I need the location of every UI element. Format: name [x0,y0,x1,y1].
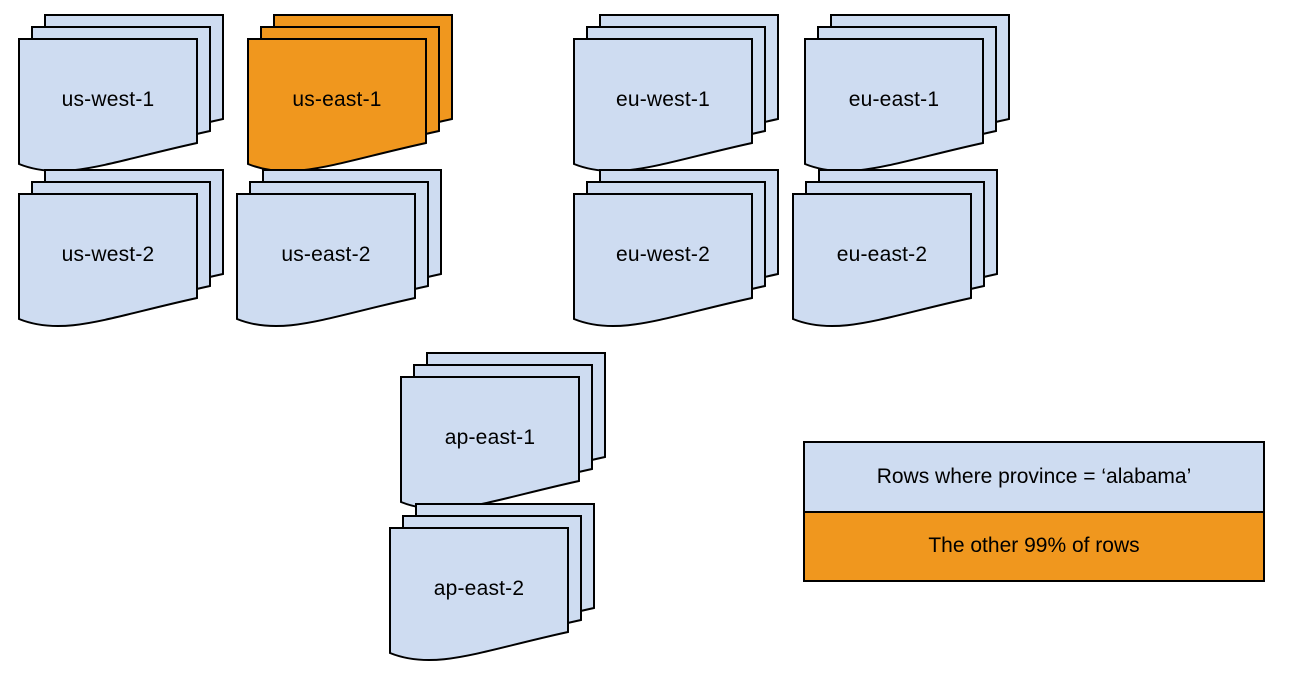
document-sheet-front-icon [389,527,569,662]
region-stack-ap-east-2: ap-east-2 [389,503,595,662]
document-sheet-front-icon [400,376,580,511]
region-stack-us-east-2: us-east-2 [236,169,442,328]
region-stack-us-east-1: us-east-1 [247,14,453,173]
region-stack-eu-east-2: eu-east-2 [792,169,998,328]
document-sheet-front-icon [573,38,753,173]
document-sheet-front-icon [236,193,416,328]
region-stack-eu-west-1: eu-west-1 [573,14,779,173]
legend-item-alabama-rows: Rows where province = ‘alabama’ [805,443,1263,511]
legend: Rows where province = ‘alabama’ The othe… [803,441,1265,582]
document-sheet-front-icon [247,38,427,173]
region-stack-ap-east-1: ap-east-1 [400,352,606,511]
region-stack-eu-east-1: eu-east-1 [804,14,1010,173]
region-stack-us-west-1: us-west-1 [18,14,224,173]
legend-item-label: Rows where province = ‘alabama’ [876,464,1192,488]
document-sheet-front-icon [804,38,984,173]
region-stack-eu-west-2: eu-west-2 [573,169,779,328]
legend-item-other-rows: The other 99% of rows [805,510,1263,580]
region-stack-us-west-2: us-west-2 [18,169,224,328]
document-sheet-front-icon [18,193,198,328]
document-sheet-front-icon [792,193,972,328]
legend-item-label: The other 99% of rows [928,534,1140,558]
document-sheet-front-icon [18,38,198,173]
document-sheet-front-icon [573,193,753,328]
